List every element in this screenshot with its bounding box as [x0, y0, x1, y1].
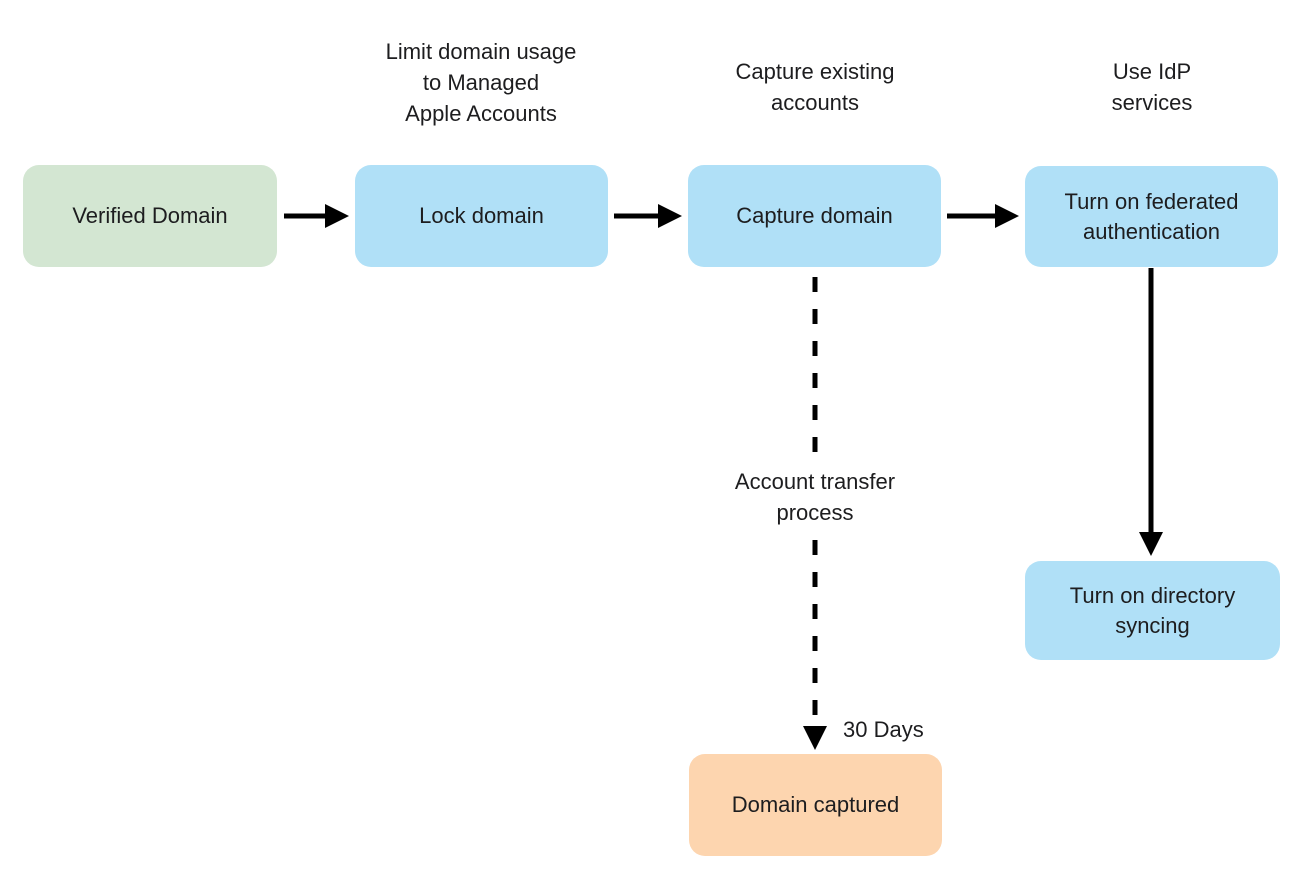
- node-verified-domain: Verified Domain: [23, 165, 277, 267]
- arrow-federated-to-syncing: [1139, 268, 1163, 556]
- label-30-days: 30 Days: [843, 717, 924, 742]
- label-limit-domain-usage: Limit domain usage to Managed Apple Acco…: [385, 39, 577, 126]
- node-capture-domain: Capture domain: [688, 165, 941, 267]
- arrow-verified-to-lock: [284, 204, 349, 228]
- node-turn-on-directory-syncing: Turn on directory syncing: [1025, 561, 1280, 660]
- label-use-idp-services: Use IdP services: [1111, 59, 1193, 115]
- node-turn-on-federated-authentication: Turn on federated authentication: [1025, 166, 1278, 267]
- arrow-capture-to-federated: [947, 204, 1019, 228]
- node-lock-domain: Lock domain: [355, 165, 608, 267]
- node-domain-captured: Domain captured: [689, 754, 942, 856]
- arrow-lock-to-capture: [614, 204, 682, 228]
- label-account-transfer-process: Account transfer process: [734, 469, 896, 525]
- label-capture-existing-accounts: Capture existing accounts: [735, 59, 895, 115]
